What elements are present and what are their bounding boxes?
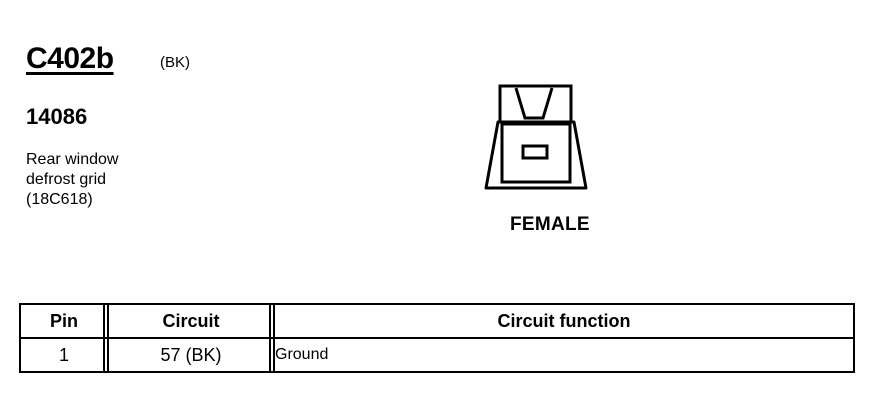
connector-id: C402b xyxy=(26,42,114,75)
table-header-row: Pin Circuit Circuit function xyxy=(20,304,854,338)
part-number: 14086 xyxy=(26,104,88,129)
connector-face xyxy=(500,122,572,184)
color-code: (BK) xyxy=(160,54,190,71)
cell-circuit: 57 (BK) xyxy=(108,338,275,372)
connector-latch-inner xyxy=(514,87,554,120)
table-row: 1 57 (BK) Ground xyxy=(20,338,854,372)
pinout-table: Pin Circuit Circuit function 1 57 (BK) G… xyxy=(19,303,855,373)
connector-description: Rear window defrost grid (18C618) xyxy=(26,150,118,210)
connector-face-diagram xyxy=(484,84,588,190)
header-circuit: Circuit xyxy=(108,304,275,338)
header-circuit-function: Circuit function xyxy=(497,310,631,331)
description-line: defrost grid xyxy=(26,171,107,188)
cell-pin: 1 xyxy=(20,338,109,372)
description-line: Rear window xyxy=(26,151,119,168)
cell-circuit-function: Ground xyxy=(275,346,329,363)
gender-label: FEMALE xyxy=(510,214,590,235)
connector-body xyxy=(484,120,588,190)
header-pin: Pin xyxy=(20,304,109,338)
description-line: (18C618) xyxy=(26,191,93,208)
pin-cavity xyxy=(521,144,549,160)
